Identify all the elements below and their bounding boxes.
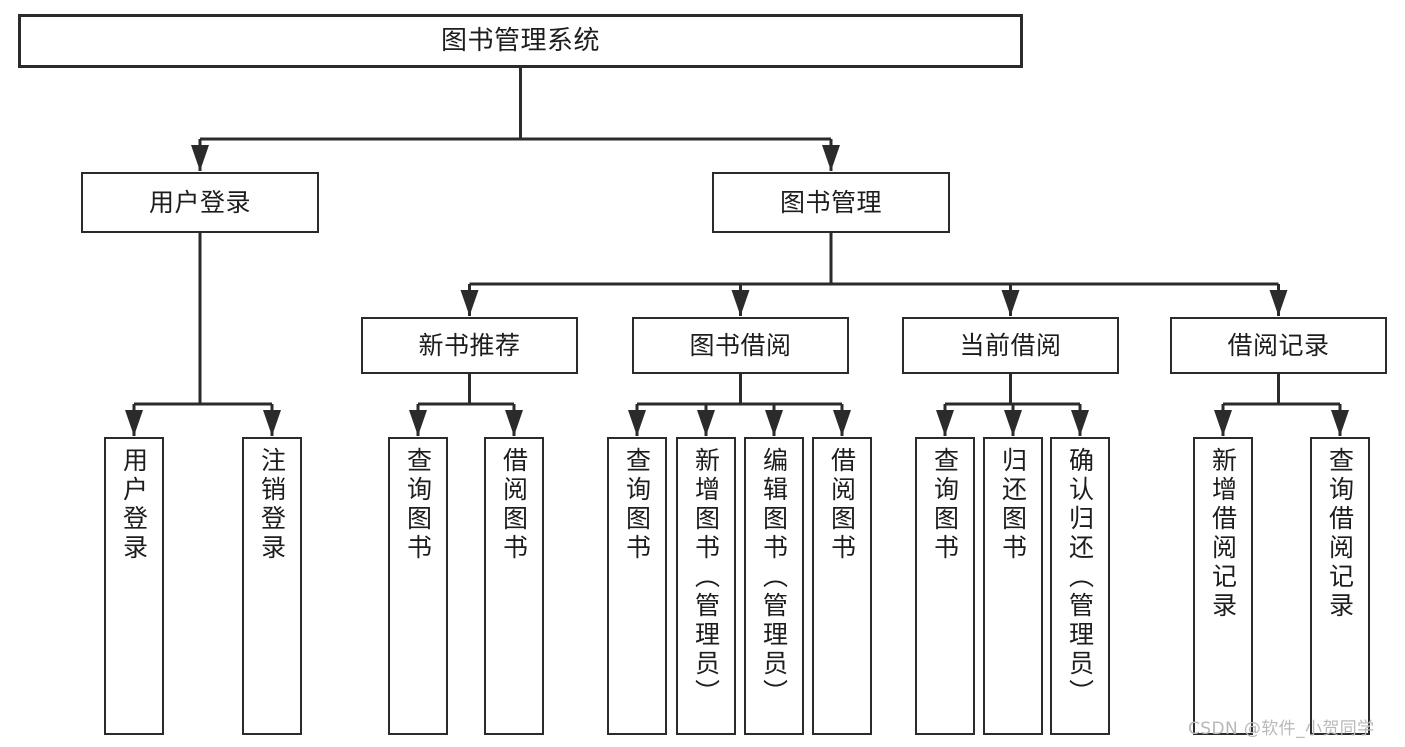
node-current[interactable]: 当前借阅	[902, 317, 1119, 374]
node-label: 借阅记录	[1227, 330, 1330, 360]
node-label: 确认归还（管理员）	[1065, 447, 1095, 708]
node-leaf-6[interactable]: 新增图书（管理员）	[676, 437, 736, 735]
node-label: 归还图书	[998, 447, 1028, 563]
node-leaf-13[interactable]: 查询借阅记录	[1310, 437, 1370, 735]
node-leaf-2[interactable]: 注销登录	[242, 437, 302, 735]
node-label: 新增图书（管理员）	[691, 447, 721, 708]
node-label: 用户登录	[148, 187, 251, 217]
node-label: 借阅图书	[827, 447, 857, 563]
node-label: 查询图书	[930, 447, 960, 563]
node-leaf-3[interactable]: 查询图书	[388, 437, 448, 735]
node-borrow[interactable]: 图书借阅	[632, 317, 849, 374]
node-leaf-11[interactable]: 确认归还（管理员）	[1050, 437, 1110, 735]
node-label: 当前借阅	[959, 330, 1062, 360]
node-label: 图书借阅	[689, 330, 792, 360]
node-label: 编辑图书（管理员）	[759, 447, 789, 708]
node-label: 查询图书	[403, 447, 433, 563]
node-label: 注销登录	[257, 447, 287, 563]
node-label: 查询图书	[622, 447, 652, 563]
node-leaf-1[interactable]: 用户登录	[104, 437, 164, 735]
node-leaf-5[interactable]: 查询图书	[607, 437, 667, 735]
node-label: 用户登录	[119, 447, 149, 563]
node-label: 新书推荐	[418, 330, 521, 360]
node-leaf-7[interactable]: 编辑图书（管理员）	[744, 437, 804, 735]
node-leaf-10[interactable]: 归还图书	[983, 437, 1043, 735]
node-leaf-8[interactable]: 借阅图书	[812, 437, 872, 735]
node-leaf-4[interactable]: 借阅图书	[484, 437, 544, 735]
node-label: 查询借阅记录	[1325, 447, 1355, 621]
node-records[interactable]: 借阅记录	[1170, 317, 1387, 374]
node-bookmgmt[interactable]: 图书管理	[712, 172, 950, 233]
node-leaf-9[interactable]: 查询图书	[915, 437, 975, 735]
node-newbook[interactable]: 新书推荐	[361, 317, 578, 374]
node-label: 图书管理系统	[440, 25, 600, 56]
watermark: CSDN @软件_小贺同学	[1188, 719, 1375, 739]
node-leaf-12[interactable]: 新增借阅记录	[1193, 437, 1253, 735]
node-label: 图书管理	[779, 187, 882, 217]
node-label: 新增借阅记录	[1208, 447, 1238, 621]
node-label: 借阅图书	[499, 447, 529, 563]
node-login[interactable]: 用户登录	[81, 172, 319, 233]
node-root[interactable]: 图书管理系统	[18, 14, 1023, 68]
